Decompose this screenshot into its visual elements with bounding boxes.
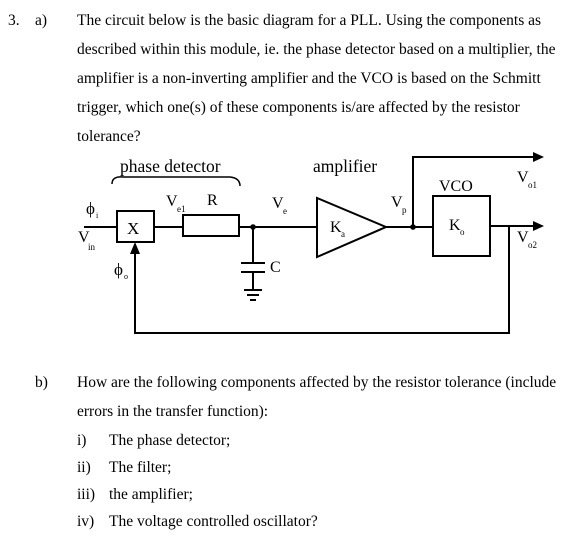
vo1-subscript: o1 (528, 180, 537, 190)
phi-o-symbol: ϕ (114, 260, 123, 279)
item-iii-text: the amplifier; (109, 486, 193, 503)
vp-subscript: p (402, 205, 407, 215)
ka-symbol: K (330, 219, 342, 236)
vo1-arrow (533, 152, 544, 162)
vco-label: VCO (439, 178, 473, 195)
vco-junction (410, 224, 416, 230)
amplifier-triangle (316, 196, 389, 259)
resistor (182, 214, 240, 237)
capacitor-label: C (270, 259, 281, 276)
capacitor-junction (250, 224, 256, 230)
ve-symbol: V (272, 195, 284, 212)
vo2-subscript: o2 (528, 240, 537, 250)
part-b-line-1: How are the following components affecte… (77, 374, 557, 391)
ko-subscript: o (460, 227, 465, 237)
part-a-line-5: tolerance? (77, 128, 141, 145)
ve-subscript: e (283, 206, 287, 216)
item-ii-text: The filter; (109, 459, 172, 476)
item-iii-number: iii) (77, 486, 96, 503)
phi-o-subscript: o (124, 272, 128, 281)
part-a-line-2: described within this module, ie. the ph… (77, 41, 556, 58)
vp-symbol: V (391, 194, 403, 211)
question-number: 3. (8, 12, 20, 29)
item-iv-text: The voltage controlled oscillator? (109, 513, 318, 530)
ve1-subscript: e1 (177, 204, 186, 214)
vo2-symbol: V (517, 229, 529, 246)
phi-i-subscript: i (96, 211, 99, 220)
vo1-wire (412, 156, 533, 227)
item-iv-number: iv) (77, 513, 95, 530)
phase-detector-bracket (111, 176, 241, 187)
ko-symbol: K (449, 217, 461, 234)
part-a-line-4: trigger, which one(s) of these component… (77, 99, 520, 116)
part-a-label: a) (35, 12, 48, 29)
vco-box (432, 195, 491, 257)
part-a-line-3: amplifier is a non-inverting amplifier a… (77, 70, 541, 87)
item-ii-number: ii) (77, 459, 91, 476)
vo1-symbol: V (517, 169, 529, 186)
part-b-label: b) (35, 374, 48, 391)
phase-detector-label: phase detector (120, 156, 221, 176)
vo2-arrow (533, 221, 544, 231)
ve1-symbol: V (166, 193, 178, 210)
item-i-text: The phase detector; (109, 432, 231, 449)
resistor-label: R (207, 192, 218, 209)
multiplier-symbol: X (127, 219, 139, 238)
vin-symbol: V (78, 229, 90, 246)
amplifier-label: amplifier (313, 156, 377, 176)
phi-i-symbol: ϕ (86, 199, 95, 218)
part-b-line-2: errors in the transfer function): (77, 403, 269, 420)
vin-subscript: in (88, 242, 96, 252)
item-i-number: i) (77, 432, 87, 449)
feedback-wire (134, 226, 510, 334)
phi-o-arrow (130, 242, 140, 254)
part-a-line-1: The circuit below is the basic diagram f… (77, 12, 542, 29)
ka-subscript: a (341, 229, 345, 239)
